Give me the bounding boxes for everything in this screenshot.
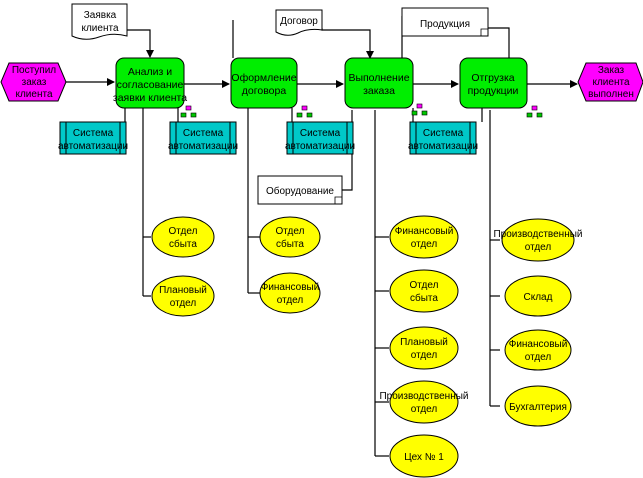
dept-col4-warehouse-label: Склад bbox=[524, 292, 553, 303]
dept-col2-sales: Отдел сбыта bbox=[259, 216, 321, 258]
dept-col4-accounting: Бухгалтерия bbox=[504, 385, 572, 427]
function-contract-line-1: Оформление bbox=[231, 72, 296, 84]
system-3: Система автоматизации bbox=[285, 121, 355, 155]
dept-col3-finance: Финансовый отдел bbox=[389, 215, 459, 259]
dept-col3-planning: Плановый отдел bbox=[389, 326, 459, 370]
dept-col3-workshop-label: Цех № 1 bbox=[404, 452, 444, 463]
document-equipment: Оборудование bbox=[257, 175, 343, 205]
dept-col4-production: Производственный отдел bbox=[493, 218, 583, 262]
document-request-line-2: клиента bbox=[81, 23, 118, 34]
function-shipment-line-1: Отгрузка bbox=[471, 72, 514, 84]
event-end-line-3: выполнен bbox=[588, 89, 634, 100]
dept-col3-sales-line-2: сбыта bbox=[410, 292, 438, 304]
system-2-line-1: Система bbox=[183, 128, 224, 139]
dept-col4-production-line-1: Производственный bbox=[493, 229, 582, 240]
dept-col4-finance: Финансовый отдел bbox=[504, 329, 572, 371]
connectors bbox=[63, 16, 578, 457]
function-shipment-line-2: продукции bbox=[468, 85, 519, 97]
dept-col3-workshop: Цех № 1 bbox=[389, 434, 459, 478]
event-start-line-2: заказ bbox=[22, 77, 47, 88]
document-request-line-1: Заявка bbox=[84, 10, 117, 21]
dept-col3-production-line-1: Производственный bbox=[379, 391, 468, 402]
document-contract: Договор bbox=[275, 9, 323, 36]
event-start-line-1: Поступил bbox=[12, 65, 56, 76]
system-2-line-2: автоматизации bbox=[168, 141, 238, 152]
dept-col4-accounting-label: Бухгалтерия bbox=[509, 402, 567, 413]
function-analysis-line-2: согласование bbox=[117, 79, 184, 91]
system-2: Система автоматизации bbox=[168, 121, 238, 155]
system-1-line-1: Система bbox=[73, 128, 114, 139]
system-1: Система автоматизации bbox=[58, 121, 128, 155]
function-analysis-line-1: Анализ и bbox=[128, 66, 172, 78]
dept-col3-finance-line-1: Финансовый bbox=[395, 226, 454, 237]
dept-col1-planning: Плановый отдел bbox=[151, 275, 215, 317]
dept-col1-planning-line-1: Плановый bbox=[159, 285, 207, 296]
event-start: Поступил заказ клиента bbox=[0, 62, 67, 102]
dept-col3-production: Производственный отдел bbox=[379, 380, 469, 424]
function-execution: Выполнение заказа bbox=[344, 57, 414, 109]
dept-col2-sales-line-2: сбыта bbox=[276, 238, 304, 250]
function-analysis: Анализ и согласование заявки клиента bbox=[113, 57, 187, 109]
function-contract: Оформление договора bbox=[230, 57, 298, 109]
event-end: Заказ клиента выполнен bbox=[577, 62, 643, 102]
dept-col3-finance-line-2: отдел bbox=[411, 239, 438, 250]
dept-col2-sales-line-1: Отдел bbox=[276, 226, 305, 237]
dept-col1-sales-line-1: Отдел bbox=[169, 226, 198, 237]
system-4-line-1: Система bbox=[423, 128, 464, 139]
org-icon bbox=[180, 103, 543, 118]
function-execution-line-2: заказа bbox=[363, 85, 395, 97]
dept-col1-sales: Отдел сбыта bbox=[151, 216, 215, 258]
document-equipment-label: Оборудование bbox=[266, 185, 334, 197]
system-4: Система автоматизации bbox=[408, 121, 478, 155]
dept-col4-warehouse: Склад bbox=[504, 275, 572, 317]
document-product-label: Продукция bbox=[420, 19, 470, 30]
function-analysis-line-3: заявки клиента bbox=[113, 92, 187, 104]
event-end-line-2: клиента bbox=[592, 77, 629, 88]
dept-col4-production-line-2: отдел bbox=[525, 242, 552, 253]
system-3-line-1: Система bbox=[300, 128, 341, 139]
dept-col3-sales-line-1: Отдел bbox=[410, 280, 439, 291]
function-contract-line-2: договора bbox=[242, 85, 287, 97]
dept-col1-planning-line-2: отдел bbox=[170, 298, 197, 309]
dept-col1-sales-line-2: сбыта bbox=[169, 238, 197, 250]
dept-col3-planning-line-1: Плановый bbox=[400, 337, 448, 348]
function-shipment: Отгрузка продукции bbox=[459, 57, 528, 109]
dept-col4-finance-line-2: отдел bbox=[525, 352, 552, 363]
system-4-line-2: автоматизации bbox=[408, 141, 478, 152]
system-3-line-2: автоматизации bbox=[285, 141, 355, 152]
document-product: Продукция bbox=[401, 7, 489, 37]
document-request: Заявка клиента bbox=[71, 3, 128, 40]
document-contract-label: Договор bbox=[280, 16, 318, 27]
dept-col3-planning-line-2: отдел bbox=[411, 350, 438, 361]
dept-col2-finance: Финансовый отдел bbox=[259, 272, 321, 314]
event-start-line-3: клиента bbox=[15, 89, 52, 100]
system-1-line-2: автоматизации bbox=[58, 141, 128, 152]
dept-col3-sales: Отдел сбыта bbox=[389, 269, 459, 313]
dept-col2-finance-line-2: отдел bbox=[277, 295, 304, 306]
dept-col3-production-line-2: отдел bbox=[411, 404, 438, 415]
event-end-line-1: Заказ bbox=[598, 65, 625, 76]
function-execution-line-1: Выполнение bbox=[348, 72, 409, 84]
dept-col2-finance-line-1: Финансовый bbox=[261, 282, 320, 293]
dept-col4-finance-line-1: Финансовый bbox=[509, 339, 568, 350]
